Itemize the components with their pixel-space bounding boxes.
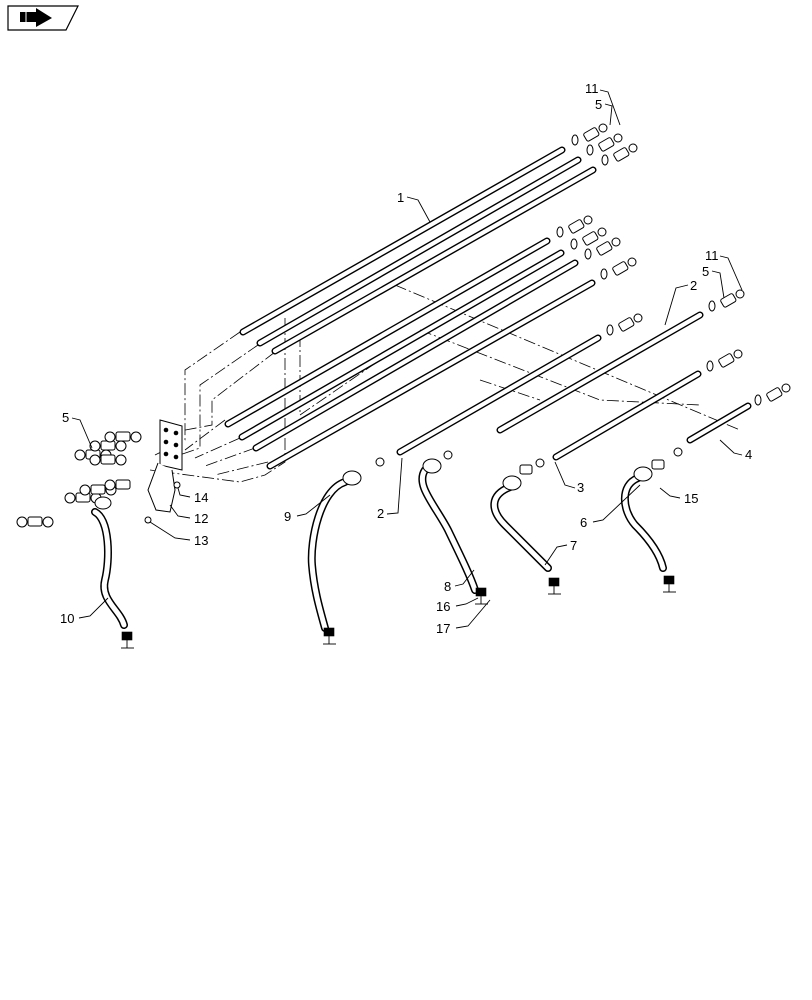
hose-end-parts bbox=[121, 447, 683, 649]
callout-5-upper: 5 bbox=[595, 97, 602, 112]
callout-14: 14 bbox=[194, 490, 208, 505]
callout-15: 15 bbox=[684, 491, 698, 506]
callout-8: 8 bbox=[444, 579, 451, 594]
callout-12: 12 bbox=[194, 511, 208, 526]
callout-17: 17 bbox=[436, 621, 450, 636]
callout-9: 9 bbox=[284, 509, 291, 524]
leader-lines bbox=[71, 89, 743, 629]
callout-16: 16 bbox=[436, 599, 450, 614]
callout-6: 6 bbox=[580, 515, 587, 530]
arrow-page-icon[interactable] bbox=[7, 5, 79, 31]
fittings-upper bbox=[556, 123, 791, 406]
callout-1: 1 bbox=[397, 190, 404, 205]
tube-group-1 bbox=[239, 146, 597, 355]
callout-2-upper: 2 bbox=[690, 278, 697, 293]
callout-5-lower: 5 bbox=[702, 264, 709, 279]
callout-5-left: 5 bbox=[62, 410, 69, 425]
tube-group-middle bbox=[224, 237, 596, 470]
callout-4: 4 bbox=[745, 447, 752, 462]
callout-10: 10 bbox=[60, 611, 74, 626]
callout-13: 13 bbox=[194, 533, 208, 548]
callout-2-lower: 2 bbox=[377, 506, 384, 521]
manifold-bracket bbox=[144, 419, 183, 524]
callout-11-lower: 11 bbox=[705, 248, 719, 263]
tube-group-lower bbox=[396, 311, 752, 461]
callout-3: 3 bbox=[577, 480, 584, 495]
callout-11-upper: 11 bbox=[585, 81, 599, 96]
callout-7: 7 bbox=[570, 538, 577, 553]
callout-labels: 1 11 5 11 5 2 2 3 4 5 14 12 13 9 10 6 15… bbox=[60, 81, 752, 636]
fittings-left-cluster bbox=[16, 431, 142, 528]
